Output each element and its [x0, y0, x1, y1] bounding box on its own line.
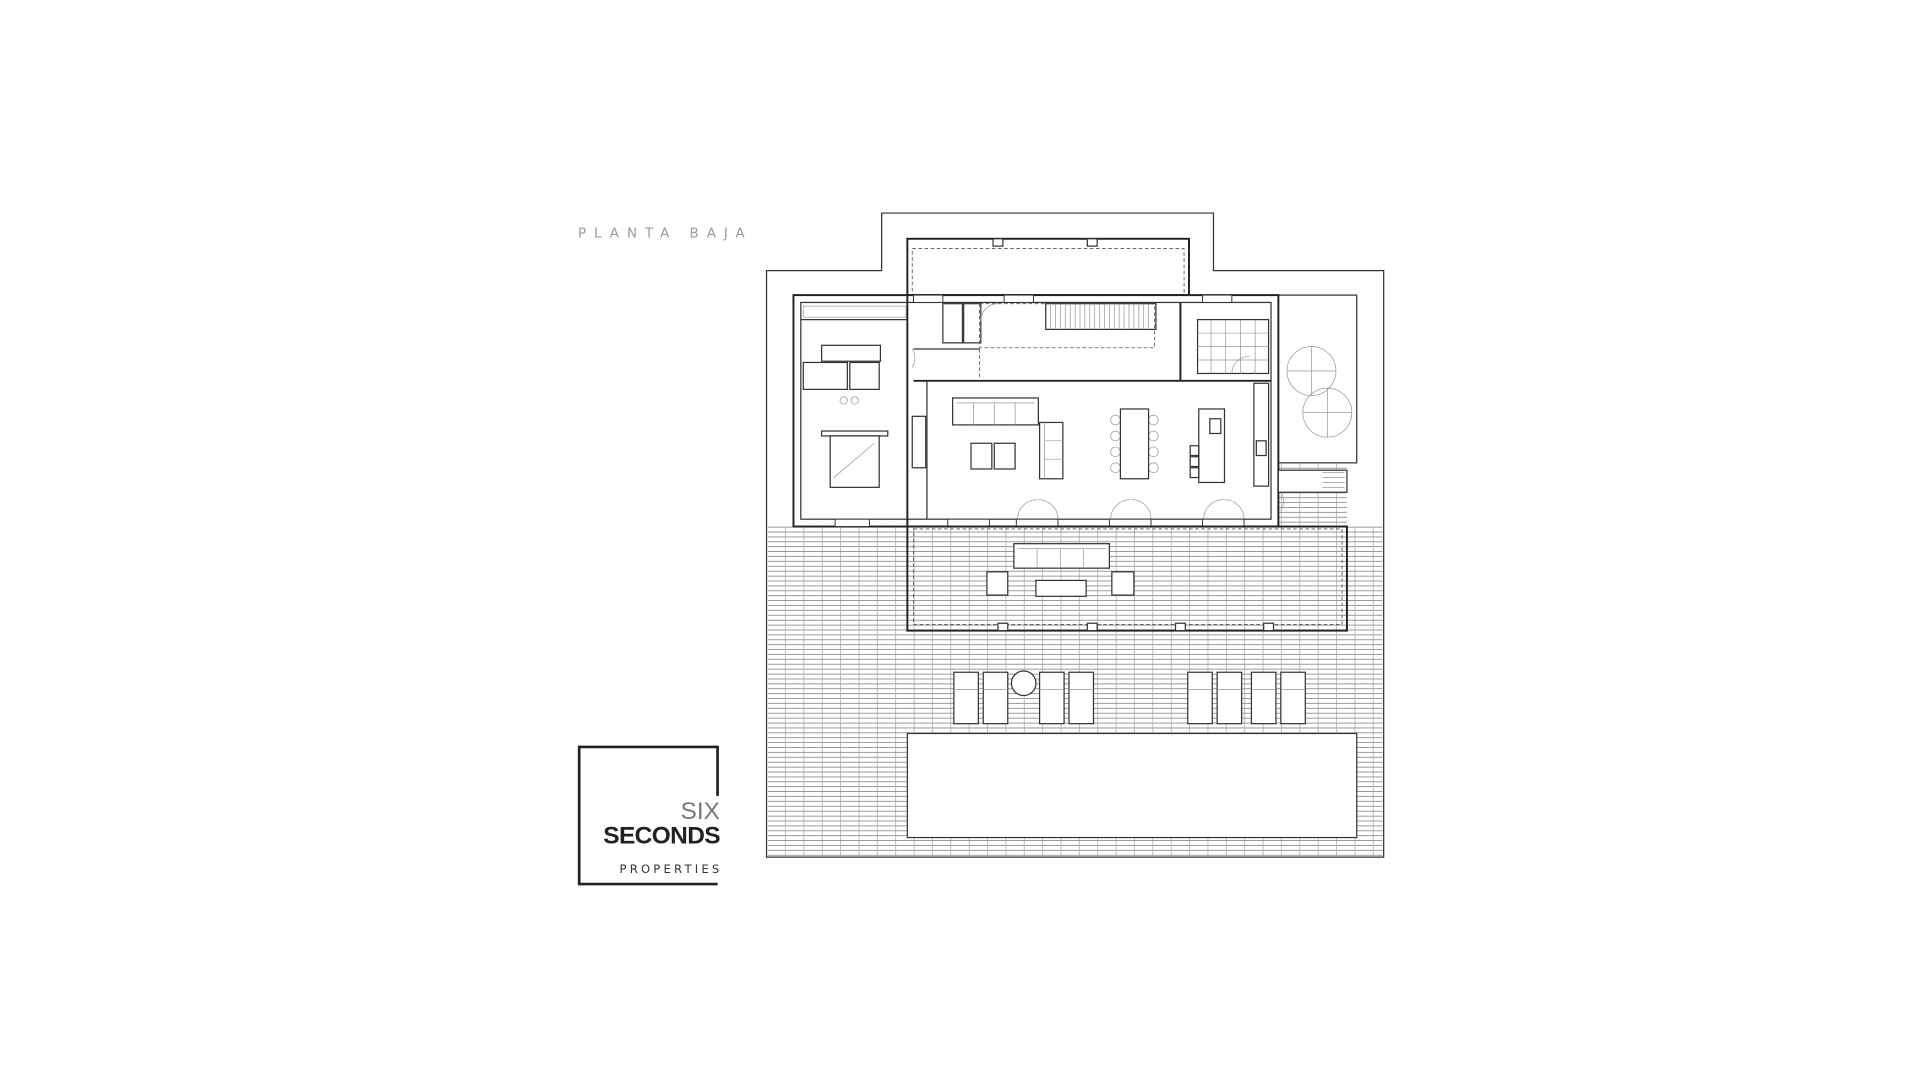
kitchen-counter [1253, 382, 1270, 487]
entrance-steps [1277, 469, 1348, 493]
coffee-table-icon [1035, 579, 1087, 597]
house [792, 294, 1284, 528]
side-table-icon [1010, 670, 1037, 697]
entry-structure [906, 237, 1190, 297]
armchair-icon [970, 442, 993, 470]
living-room [911, 382, 1284, 520]
dining-table [1110, 408, 1159, 480]
staircase [979, 303, 1157, 349]
headboard [821, 430, 889, 437]
plan-title: PLANTA BAJA [578, 227, 753, 242]
garden [1277, 294, 1358, 464]
utility-room [1196, 318, 1270, 375]
armchair-icon [993, 442, 1016, 470]
logo-six: SIX [681, 798, 720, 825]
lot-boundary [765, 212, 1385, 858]
kitchen-island [1189, 408, 1226, 484]
logo-properties: PROPERTIES [620, 862, 723, 876]
covered-terrace [906, 525, 1348, 632]
bed-icon [829, 435, 880, 488]
sun-loungers [953, 670, 1306, 725]
outdoor-chair-icon [986, 571, 1009, 596]
sofa-icon [952, 397, 1039, 426]
outdoor-chair-icon [1111, 571, 1135, 596]
sofa-icon [1038, 421, 1064, 480]
logo-seconds: SECONDS [603, 823, 720, 850]
outdoor-sofa-icon [1013, 543, 1110, 569]
six-seconds-logo: SIX SECONDS PROPERTIES [577, 745, 723, 886]
bedroom [802, 305, 907, 488]
swimming-pool [906, 732, 1358, 839]
